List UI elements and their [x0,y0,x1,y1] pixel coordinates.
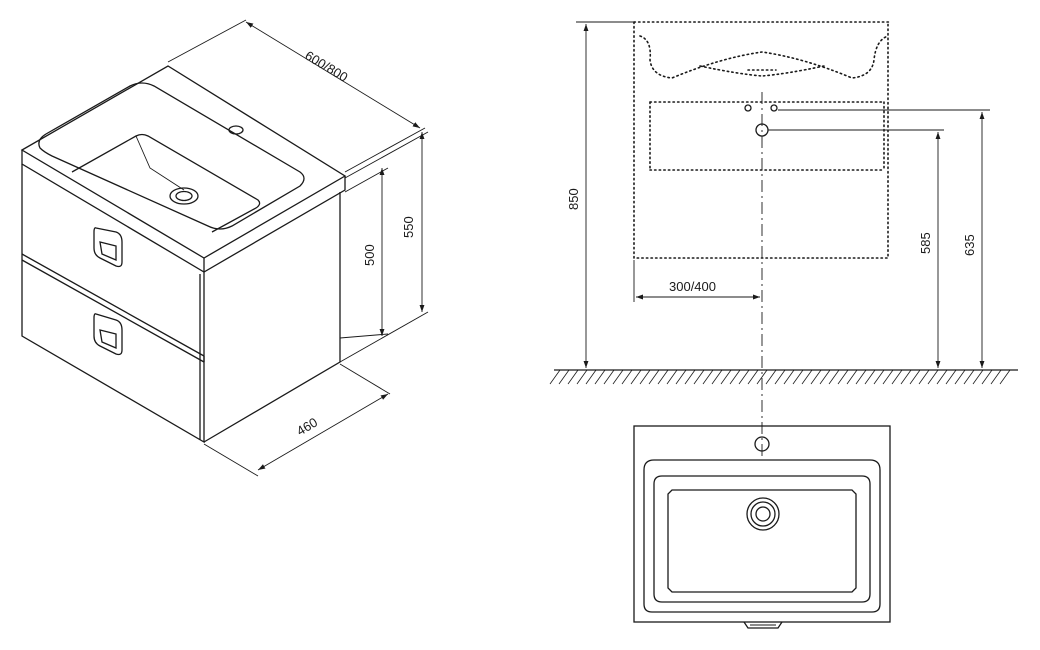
dimension-height-500: 500 [339,167,389,339]
floor-hatch-line [981,369,993,385]
dimension-depth: 460 [203,363,391,477]
isometric-view: 600/800 550 500 460 [20,19,429,477]
floor-hatch-line [603,369,615,385]
floor-hatch-line [549,369,561,385]
basin-top [20,65,347,273]
floor-hatch-line [819,369,831,385]
floor-hatch-line [909,369,921,385]
floor-hatch-line [864,369,876,385]
floor-hatch-line [945,369,957,385]
floor-hatch-line [630,369,642,385]
dimension-drain-height: 585 [768,129,944,368]
front-elevation: 850 300/400 585 635 [549,21,1018,458]
floor-hatch-line [963,369,975,385]
height-550-label: 550 [401,216,416,238]
floor-hatch-line [855,369,867,385]
floor-hatch-line [666,369,678,385]
height-500-label: 500 [362,244,377,266]
width-label: 600/800 [302,48,350,85]
dimension-height-550: 550 [339,131,429,363]
floor-hatch-line [954,369,966,385]
drawer-handle-bottom [93,313,123,356]
floor-hatch-line [558,369,570,385]
floor-hatch-line [576,369,588,385]
floor-hatch-line [621,369,633,385]
connection-height-label: 635 [962,234,977,256]
dimension-connection-height: 635 [778,109,990,368]
floor-hatch-line [729,369,741,385]
floor-hatch-line [891,369,903,385]
floor-hatch-line [756,369,768,385]
floor-hatch-line [639,369,651,385]
floor-hatch-line [918,369,930,385]
floor-hatch-line [594,369,606,385]
floor-hatch-line [648,369,660,385]
water-connection-right [770,104,778,112]
water-connection-left [744,104,752,112]
floor-hatch-line [720,369,732,385]
floor-hatch-line [846,369,858,385]
dotted-outline [633,21,891,259]
overflow-slot [743,621,783,629]
floor-hatch-line [612,369,624,385]
dimension-drain-offset: 300/400 [633,260,760,302]
floor-hatch-line [882,369,894,385]
floor-hatch-line [999,369,1011,385]
cabinet-body [21,164,341,444]
floor-hatch-line [927,369,939,385]
drain-offset-label: 300/400 [669,279,716,294]
floor-hatch-line [792,369,804,385]
drawer-handle-top [93,227,123,268]
floor-hatch-line [765,369,777,385]
dimension-width: 600/800 [167,19,426,173]
floor-hatch-line [567,369,579,385]
drain-height-label: 585 [918,232,933,254]
floor-hatch-line [657,369,669,385]
dimension-total-height: 850 [566,21,634,368]
tap-hole [754,436,770,452]
floor-hatch-line [774,369,786,385]
drain-middle [750,501,776,527]
floor-hatch-line [585,369,597,385]
drain-outer [746,497,780,531]
floor-hatch-line [693,369,705,385]
depth-label: 460 [294,415,320,439]
floor-hatch-line [990,369,1002,385]
total-height-label: 850 [566,188,581,210]
floor-hatch-line [783,369,795,385]
drain-inner [755,506,771,522]
floor-hatch-line [675,369,687,385]
floor-hatch-line [684,369,696,385]
floor-hatch-line [702,369,714,385]
floor-hatch-line [837,369,849,385]
floor-hatch-line [828,369,840,385]
floor [549,369,1018,385]
top-view [633,425,891,629]
floor-hatch-line [900,369,912,385]
floor-hatch-line [810,369,822,385]
floor-hatch-line [747,369,759,385]
floor-hatch-line [738,369,750,385]
floor-hatch-line [972,369,984,385]
floor-hatch-line [801,369,813,385]
floor-hatch-line [936,369,948,385]
floor-hatch-line [711,369,723,385]
floor-hatch-line [873,369,885,385]
